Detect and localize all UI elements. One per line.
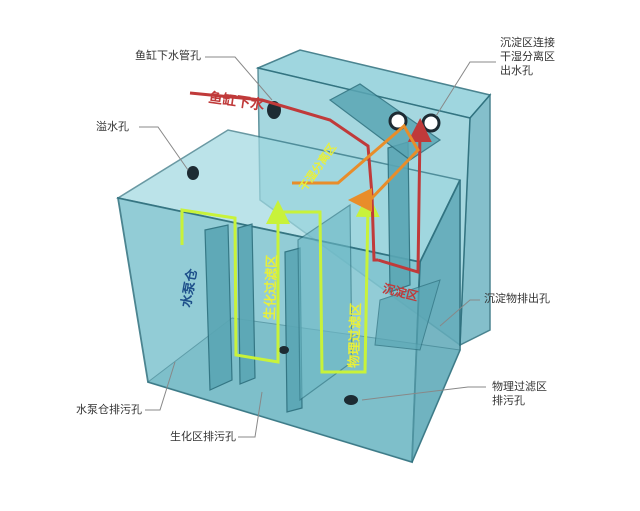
sediment-outlet-hole-a-icon [388, 111, 408, 131]
callout-pump-drain: 水泵仓排污孔 [76, 403, 142, 416]
callout-sediment-drain: 沉淀物排出孔 [484, 292, 550, 305]
flow-green [180, 193, 380, 374]
callout-physical-drain: 物理过滤区 排污孔 [492, 380, 547, 407]
flow-red [189, 91, 432, 275]
partitions [204, 83, 442, 413]
label-bio: 生化过滤区 [262, 255, 280, 321]
leader-lines [139, 56, 496, 438]
callout-fish-tank-pipe-hole: 鱼缸下水管孔 [135, 49, 201, 62]
flow-orange [292, 123, 420, 212]
label-pump: 水泵仓 [178, 267, 201, 309]
label-fish-tank-down: 鱼缸下水 [207, 89, 266, 114]
physical-drain-hole-icon [344, 395, 358, 405]
callout-bio-drain: 生化区排污孔 [170, 430, 236, 443]
callout-overflow-hole: 溢水孔 [96, 120, 129, 133]
callout-sediment-outlet: 沉淀区连接 干湿分离区 出水孔 [500, 36, 555, 77]
bio-drain-hole-icon [279, 346, 289, 354]
overflow-hole-icon [187, 166, 199, 180]
label-physical: 物理过滤区 [346, 303, 364, 369]
sediment-outlet-hole-b-icon [421, 113, 441, 133]
